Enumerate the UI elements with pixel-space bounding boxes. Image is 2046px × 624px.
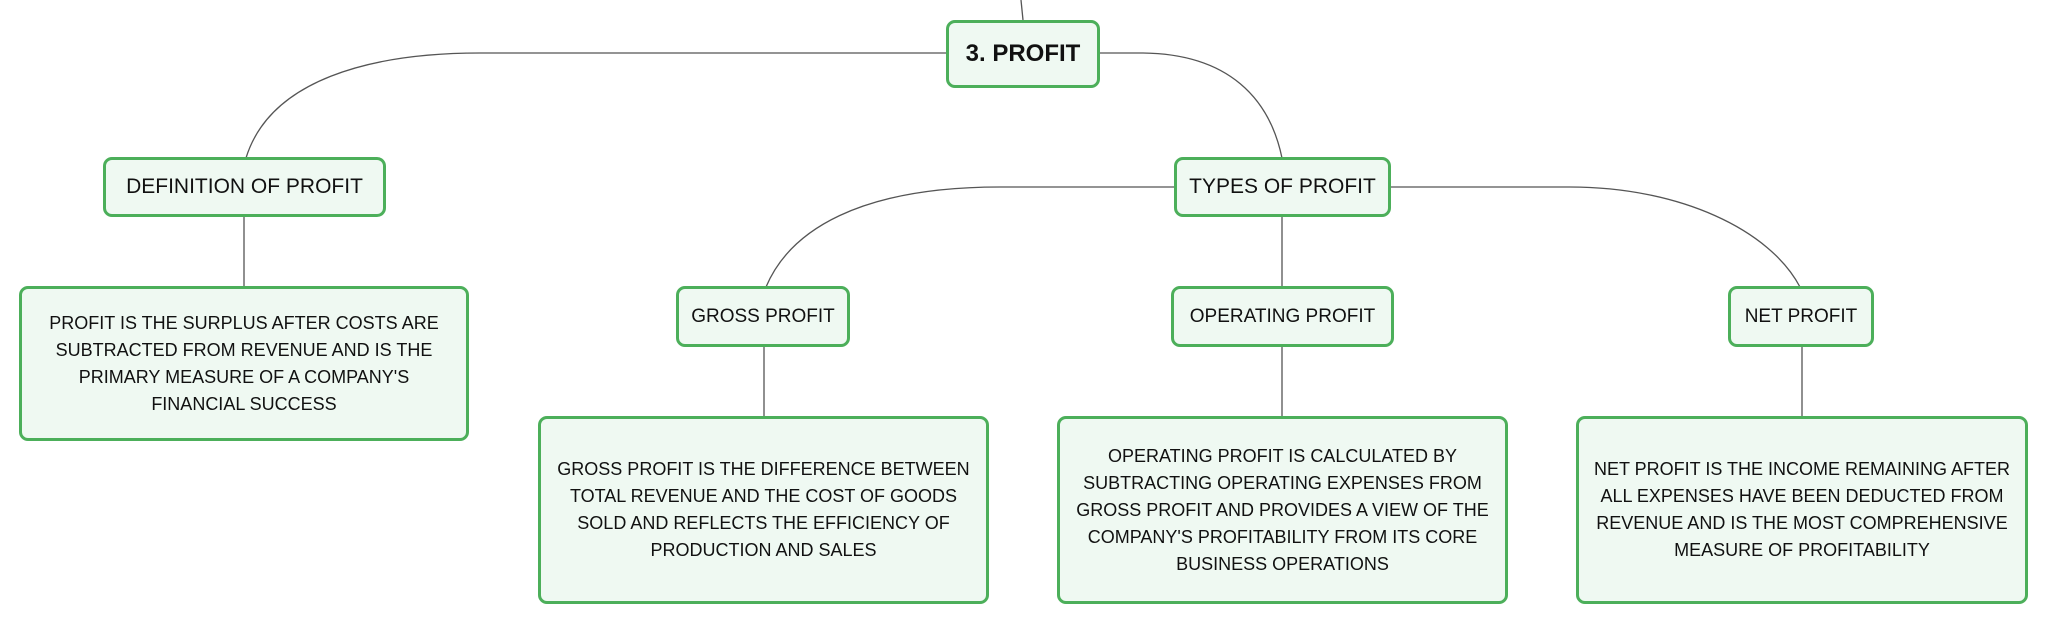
definition-detail-node[interactable]: PROFIT IS THE SURPLUS AFTER COSTS ARE SU… [19,286,469,441]
operating-profit-detail-node[interactable]: OPERATING PROFIT IS CALCULATED BY SUBTRA… [1057,416,1508,604]
connector-types-to-gross [765,186,1174,288]
gross-profit-detail-node[interactable]: GROSS PROFIT IS THE DIFFERENCE BETWEEN T… [538,416,989,604]
connector-root-to-definition [245,52,946,159]
operating-profit-label: OPERATING PROFIT [1189,305,1376,327]
connector-types-to-net [1391,186,1801,288]
types-node-label: TYPES OF PROFIT [1189,175,1376,198]
connector-root-to-types [1100,52,1283,159]
operating-profit-node[interactable]: OPERATING PROFIT [1171,286,1394,347]
gross-profit-label: GROSS PROFIT [691,305,835,327]
definition-node[interactable]: DEFINITION OF PROFIT [103,157,386,217]
types-node[interactable]: TYPES OF PROFIT [1174,157,1391,217]
gross-profit-detail-text: GROSS PROFIT IS THE DIFFERENCE BETWEEN T… [557,459,970,560]
operating-profit-detail-text: OPERATING PROFIT IS CALCULATED BY SUBTRA… [1076,445,1489,574]
definition-detail-text: PROFIT IS THE SURPLUS AFTER COSTS ARE SU… [49,312,439,414]
net-profit-node[interactable]: NET PROFIT [1728,286,1874,347]
root-node-label: 3. PROFIT [965,40,1081,67]
gross-profit-node[interactable]: GROSS PROFIT [676,286,850,347]
connector-parent-to-root [1020,0,1024,21]
root-node[interactable]: 3. PROFIT [946,20,1100,88]
definition-node-label: DEFINITION OF PROFIT [126,175,363,198]
net-profit-detail-node[interactable]: NET PROFIT IS THE INCOME REMAINING AFTER… [1576,416,2028,604]
net-profit-label: NET PROFIT [1744,305,1858,327]
net-profit-detail-text: NET PROFIT IS THE INCOME REMAINING AFTER… [1593,459,2011,560]
